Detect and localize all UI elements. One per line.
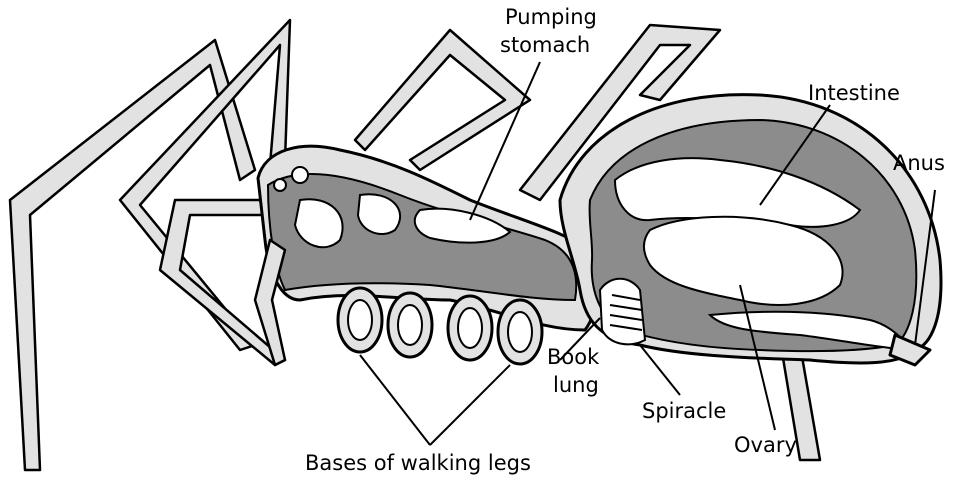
book-lung xyxy=(600,279,645,345)
walking-legs-leader-right xyxy=(430,365,510,445)
label-book-lung-line2: lung xyxy=(553,373,599,397)
leg-base-4-inner xyxy=(508,312,532,352)
label-pumping-stomach-line1: Pumping xyxy=(505,5,597,29)
eye-2 xyxy=(274,179,286,191)
leg-base-1-inner xyxy=(348,300,372,340)
walking-legs-leader-left xyxy=(360,355,430,445)
label-intestine: Intestine xyxy=(808,81,900,105)
label-spiracle: Spiracle xyxy=(642,399,726,423)
label-book-lung-line1: Book xyxy=(547,345,600,369)
leg-base-3-inner xyxy=(458,308,482,348)
label-anus: Anus xyxy=(893,151,945,175)
label-bases-of-walking-legs: Bases of walking legs xyxy=(305,451,531,475)
leg-base-2-inner xyxy=(398,305,422,345)
label-pumping-stomach-line2: stomach xyxy=(500,33,590,57)
label-ovary: Ovary xyxy=(734,433,797,457)
eye-1 xyxy=(292,167,308,183)
